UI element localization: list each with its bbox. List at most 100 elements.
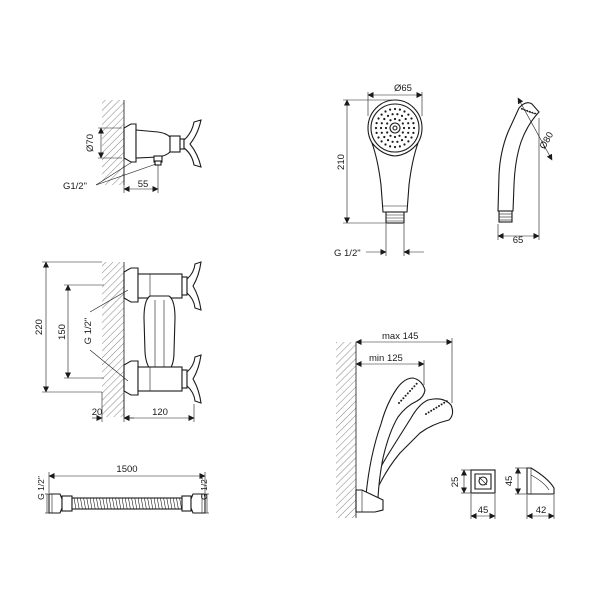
hose-coil-ring (176, 497, 179, 510)
nozzle-dot (528, 110, 531, 113)
holder-nozzle-pattern (398, 382, 418, 404)
nozzle-dot (445, 400, 448, 403)
nozzle-dot (432, 408, 435, 411)
nozzle-dot (375, 131, 378, 134)
nozzle-dot (440, 403, 443, 406)
nozzle-dot (398, 108, 401, 111)
nozzle-dot (393, 117, 397, 121)
hose-coil-ring (86, 497, 90, 510)
nozzle-dot (521, 108, 523, 110)
nozzle-dot (375, 122, 378, 125)
nozzle-dot (411, 387, 414, 390)
nozzle-dot (391, 113, 394, 116)
wall-hatch (102, 262, 124, 417)
nozzle-dot (435, 406, 438, 409)
nozzle-dot (374, 126, 378, 130)
nozzle-dot (391, 140, 394, 143)
mixer-front-center-label: 150 (57, 324, 68, 340)
bracket-height-label: 25 (450, 477, 461, 488)
nozzle-dot (384, 126, 388, 130)
mixer-side-view: Ø70 G1/2" 55 (63, 100, 202, 193)
nozzle-dot (402, 126, 406, 130)
nozzle-dot (377, 117, 380, 120)
hose-coil-ring (124, 497, 128, 510)
nozzle-dot (383, 117, 386, 121)
nozzle-dot (409, 390, 411, 392)
shower-head-side-view: Ø80 65 (497, 97, 557, 246)
nozzle-dot (398, 402, 400, 404)
hose-coil (73, 497, 182, 510)
hose-thread-right-label: G 1/2" (199, 476, 209, 500)
nozzle-dot (531, 111, 534, 114)
hose-coil-ring (163, 497, 166, 510)
nozzle-dot (386, 122, 389, 125)
nozzle-dot (380, 122, 383, 125)
hose-coil-ring (172, 497, 176, 510)
nozzle-dot (415, 382, 418, 385)
nozzle-dot (407, 140, 410, 143)
nozzle-dot (389, 108, 392, 111)
nozzle-dot (386, 131, 389, 134)
nozzle-dot (407, 113, 410, 116)
bracket-width-label: 45 (478, 505, 489, 516)
nozzle-dot (534, 112, 536, 115)
nozzle-dot (384, 110, 387, 113)
nozzle-dot (526, 109, 529, 112)
bracket-front-view: 25 45 (450, 469, 496, 519)
nozzle-dot (398, 134, 401, 137)
nozzle-dot (380, 131, 383, 134)
nozzle-dot (401, 131, 404, 134)
hose-coil-ring (179, 497, 182, 510)
holder-assembly-view: max 145 min 125 (336, 331, 454, 518)
nozzle-dot (407, 126, 411, 130)
nozzle-dot (383, 135, 386, 139)
mixer-front-height-label: 220 (34, 319, 45, 335)
hose-coil-ring (150, 497, 154, 510)
nozzle-dot (412, 131, 415, 134)
nozzle-dot (386, 139, 390, 142)
mixer-front-depth-label: 120 (152, 407, 168, 418)
bracket-side-height-label: 45 (504, 476, 515, 487)
nozzle-dot (396, 140, 399, 143)
hose-length-label: 1500 (116, 464, 137, 475)
hose-coil-ring (144, 497, 147, 510)
hose-coil-ring (121, 497, 125, 510)
mixer-front-view: 220 150 G 1/2" 20 120 (34, 261, 202, 422)
hose-coil-ring (102, 497, 106, 510)
nozzle-dot (400, 139, 404, 142)
nozzle-dot (412, 126, 416, 130)
hose-coil-ring (128, 497, 131, 510)
nozzle-dot (430, 409, 433, 412)
nozzle-dot (412, 122, 415, 125)
hose-coil-ring (112, 497, 115, 510)
head-front-thread-label: G 1/2" (334, 248, 361, 259)
hose-coil-ring (160, 497, 163, 510)
nozzle-dot (400, 399, 403, 402)
hose-coil-ring (96, 497, 99, 510)
mixer-side-depth-label: 55 (138, 179, 149, 190)
hose-coil-ring (134, 497, 138, 510)
nozzle-dot (384, 143, 387, 146)
nozzle-dot (389, 134, 392, 137)
head-side-dia-label: Ø80 (538, 130, 557, 151)
mixer-front-wall-label: 20 (92, 407, 103, 418)
mixer-front-thread-label: G 1/2" (83, 318, 94, 345)
bracket-side-depth-label: 42 (536, 505, 547, 516)
hose-coil-ring (166, 497, 170, 510)
nozzle-dot (404, 394, 407, 397)
mixer-side-thread-label: G1/2" (63, 181, 87, 192)
shower-head-front-view: Ø65 210 G 1/2" (334, 83, 424, 259)
nozzle-dot (406, 392, 409, 395)
head-front-dia-label: Ø65 (394, 83, 412, 94)
nozzle-dot (389, 145, 392, 148)
wall-hatch (336, 342, 356, 518)
nozzle-dot (401, 122, 404, 125)
head-side-depth-label: 65 (513, 235, 524, 246)
hose-coil-ring (131, 497, 134, 510)
mixer-side-dia-label: Ø70 (85, 134, 96, 152)
nozzle-dot (380, 113, 383, 116)
nozzle-dot (413, 385, 416, 388)
hose-coil-ring (99, 497, 102, 510)
nozzle-dot (427, 411, 430, 414)
